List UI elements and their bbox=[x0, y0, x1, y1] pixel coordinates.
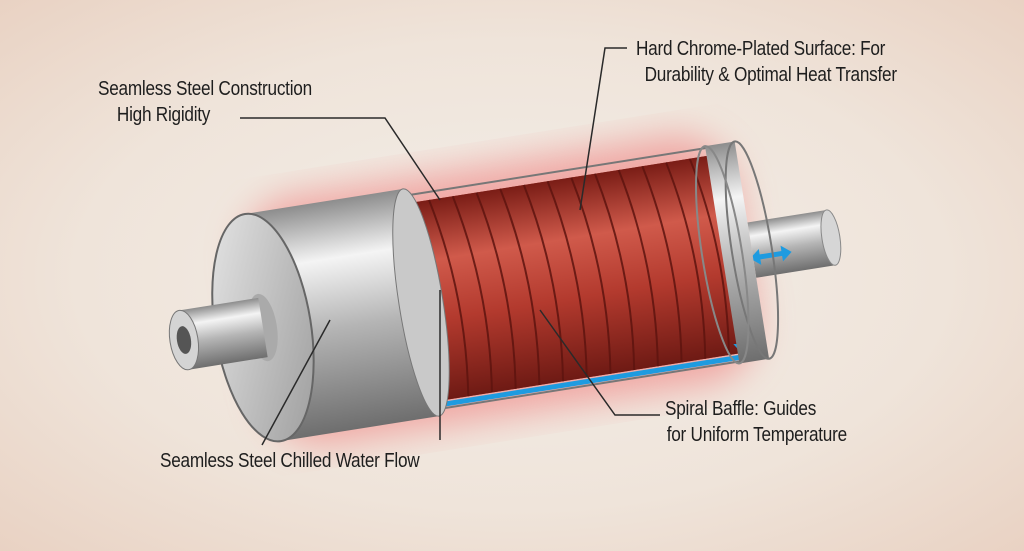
label-chrome-surface: Hard Chrome-Plated Surface: For Durabili… bbox=[636, 36, 897, 88]
leader-lines bbox=[240, 47, 660, 446]
label-line: Seamless Steel Chilled Water Flow bbox=[160, 450, 420, 472]
label-seamless-construction: Seamless Steel Construction High Rigidit… bbox=[98, 76, 312, 128]
label-spiral-baffle: Spiral Baffle: Guides for Uniform Temper… bbox=[665, 396, 847, 448]
coil-turn bbox=[617, 169, 659, 367]
coil-turn bbox=[475, 192, 517, 389]
label-line: Durability & Optimal Heat Transfer bbox=[644, 64, 897, 86]
coil-turn bbox=[594, 173, 636, 371]
label-line: High Rigidity bbox=[116, 104, 211, 126]
label-line: Seamless Steel Construction bbox=[98, 78, 312, 100]
coil-turn bbox=[688, 158, 730, 355]
coil-turn bbox=[499, 188, 541, 386]
label-chilled-water-flow: Seamless Steel Chilled Water Flow bbox=[160, 448, 420, 474]
right-end-cap bbox=[705, 141, 770, 364]
coil-turn bbox=[546, 180, 588, 378]
coil-turn bbox=[428, 199, 470, 397]
label-line: Hard Chrome-Plated Surface: For bbox=[636, 38, 886, 60]
coil-turn bbox=[451, 195, 493, 393]
coil-turn bbox=[665, 162, 707, 359]
label-line: Spiral Baffle: Guides bbox=[665, 398, 817, 420]
right-shaft bbox=[747, 209, 836, 278]
coil-turn bbox=[570, 177, 612, 374]
coil-turn bbox=[522, 184, 565, 382]
left-shaft bbox=[179, 297, 268, 370]
coil-turn bbox=[641, 165, 683, 363]
label-line: for Uniform Temperature bbox=[666, 424, 847, 446]
